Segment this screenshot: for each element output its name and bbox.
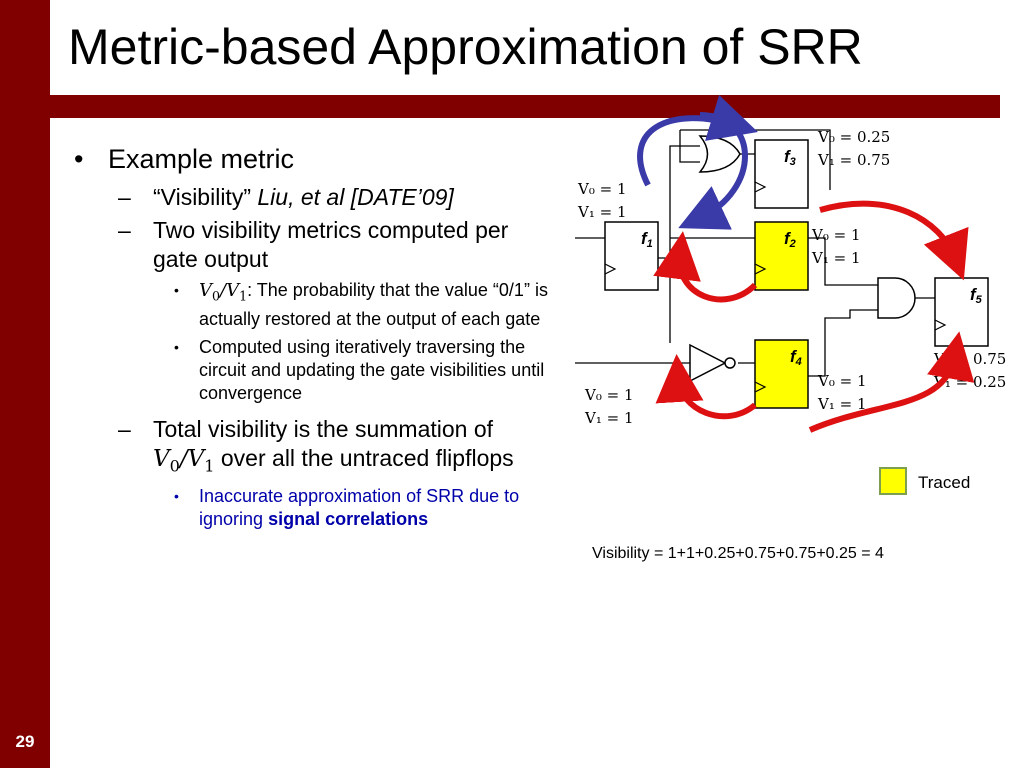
f3-v0: V₀ = 0.25 [817,128,890,146]
bullet-dot-icon: • [174,282,179,298]
curved-arrow-purple-icon [637,95,758,187]
flipflop-f3: f3 [754,139,809,209]
flipflop-f2: f2 [754,221,809,291]
f3-label: f3 [784,147,796,168]
legend-traced-label: Traced [918,473,970,492]
bullet-dot-icon: • [174,488,179,505]
citation: Liu, et al [DATE’09] [257,184,454,210]
dash-icon: – [118,184,131,210]
bullet-text: Computed using iteratively traversing th… [199,336,545,403]
curved-arrow-red-icon [819,200,969,281]
slide-title: Metric-based Approximation of SRR [68,19,863,75]
circuit-diagram: f3 f1 f2 f5 f4 V₀ = 0.25 V₁ = 0.75 V₀ = … [575,95,1006,495]
bullet-inaccurate: • Inaccurate approximation of SRR due to… [62,485,552,531]
not-gate-icon [689,343,727,383]
legend: Traced [879,467,970,495]
visibility-total: Visibility = 1+1+0.25+0.75+0.75+0.25 = 4 [592,545,884,562]
bullet-computed: • Computed using iteratively traversing … [62,336,552,405]
f2-v1: V₁ = 1 [811,249,861,267]
curved-arrow-purple-icon [678,112,748,230]
curved-arrow-red-icon [655,354,757,420]
flipflop-f4: f4 [754,339,809,409]
slide-sidebar [0,0,50,768]
bullet-text: over all the untraced flipflops [220,444,514,471]
and-gate-icon [877,277,916,319]
bullet-list: • Example metric – “Visibility” Liu, et … [62,143,552,531]
or-gate-icon [698,135,741,173]
bullet-text: Total visibility is the summation of [153,415,494,442]
bullet-two-metrics: – Two visibility metrics computed per ga… [62,216,552,274]
f4-v1: V₁ = 1 [817,395,867,413]
curved-arrow-red-icon [808,331,975,433]
f4-label: f4 [790,347,802,368]
bullet-dot-icon: • [174,338,179,355]
math-v0-v1: V0/V1 [199,280,248,304]
bullet-bold-text: signal correlations [268,509,429,530]
flipflop-f5: f5 [934,277,989,347]
bullet-total-visibility: – Total visibility is the summation of V… [62,415,552,481]
bullet-text: : The probability that the value “0/1” i… [199,280,548,329]
f1-v0: V₀ = 1 [577,180,627,198]
bullet-example-metric: • Example metric [62,143,552,175]
page-number: 29 [15,732,35,751]
legend-traced-swatch [879,467,907,495]
input-v0: V₀ = 1 [584,386,634,404]
bullet-visibility: – “Visibility” Liu, et al [DATE’09] [62,183,552,212]
input-v1: V₁ = 1 [584,409,634,427]
dash-icon: – [118,217,131,243]
bullet-text: Two visibility metrics computed per gate… [153,217,509,272]
bullet-probability: • V0/V1: The probability that the value … [62,279,552,331]
bullet-text: Example metric [108,144,295,174]
bullet-dot-icon: • [74,144,84,174]
title-rule [50,95,1000,118]
math-v0-v1: V0/V1 [153,445,215,476]
bullet-text: Inaccurate approximation of SRR due to i… [199,486,520,530]
dash-icon: – [118,415,131,442]
f3-v1: V₁ = 0.75 [817,151,890,169]
visibility-quote: “Visibility” [153,184,251,210]
not-gate-bubble-icon [724,357,736,369]
f1-label: f1 [641,229,653,250]
curved-arrow-red-icon [653,231,758,303]
flipflop-f1: f1 [604,221,659,291]
f2-v0: V₀ = 1 [811,226,861,244]
f5-label: f5 [970,285,983,306]
f5-v0: V₀ = 0.75 [933,350,1006,368]
f4-v0: V₀ = 1 [817,372,867,390]
f2-label: f2 [784,229,796,250]
f1-v1: V₁ = 1 [577,203,627,221]
